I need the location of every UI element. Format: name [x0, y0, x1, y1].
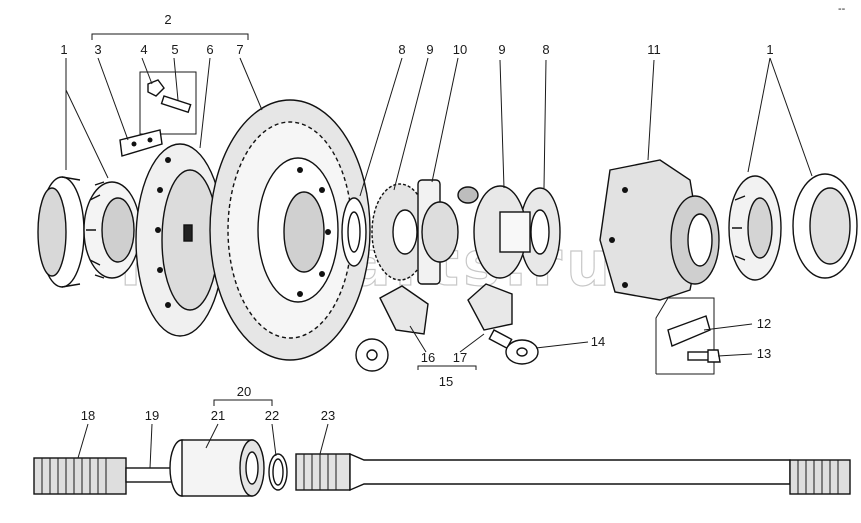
axle-half-shaft — [295, 452, 851, 495]
callout-19: 19 — [145, 408, 159, 423]
callout-15: 15 — [439, 374, 453, 389]
bolt-head — [147, 79, 165, 97]
inner-splined-shaft — [33, 457, 177, 495]
callout-8-right: 8 — [542, 42, 549, 57]
lock-plate — [119, 129, 163, 157]
bracket-20 — [213, 399, 273, 406]
callout-8-left: 8 — [398, 42, 405, 57]
callout-22: 22 — [265, 408, 279, 423]
ring-gear — [209, 99, 371, 361]
left-bearing-roller-cone — [83, 181, 141, 279]
callout-10: 10 — [453, 42, 467, 57]
callout-17: 17 — [453, 350, 467, 365]
lock-plate-detail-box — [655, 297, 721, 375]
callout-23: 23 — [321, 408, 335, 423]
callout-1-left: 1 — [60, 42, 67, 57]
corner-mark: -- — [838, 3, 846, 15]
pinion-thrust-washer — [505, 339, 539, 365]
callout-16: 16 — [421, 350, 435, 365]
callout-3: 3 — [94, 42, 101, 57]
bracket-15 — [417, 365, 477, 370]
differential-case-half — [599, 159, 720, 301]
callout-4: 4 — [140, 42, 147, 57]
thrust-washer-left — [341, 197, 367, 267]
callout-13: 13 — [757, 346, 771, 361]
pinion-gear-left — [355, 285, 429, 372]
callout-12: 12 — [757, 316, 771, 331]
bolt-lock-detail-box — [139, 71, 197, 135]
callout-20: 20 — [237, 384, 251, 399]
callout-5: 5 — [171, 42, 178, 57]
side-gear-right — [473, 185, 531, 279]
bracket-2 — [91, 33, 249, 40]
callout-9-right: 9 — [498, 42, 505, 57]
pinion-gear-right — [467, 283, 513, 350]
thrust-washer-right — [519, 187, 561, 277]
callout-18: 18 — [81, 408, 95, 423]
shaft-pin — [125, 467, 177, 483]
right-bearing-roller-cone — [728, 175, 782, 281]
callout-labels: 2 1 3 4 5 6 7 8 9 10 9 8 11 1 12 13 14 1… — [60, 12, 773, 423]
retaining-ring — [268, 453, 288, 491]
callout-11: 11 — [647, 42, 661, 57]
callout-14: 14 — [591, 334, 605, 349]
callout-9-left: 9 — [426, 42, 433, 57]
right-bearing-outer-race — [792, 173, 858, 279]
lock-plate-right — [667, 315, 711, 347]
differential-cross — [417, 179, 479, 285]
callout-2: 2 — [164, 12, 171, 27]
bolt-right — [687, 351, 711, 361]
callout-6: 6 — [206, 42, 213, 57]
callout-21: 21 — [211, 408, 225, 423]
coupling-sleeve — [169, 439, 265, 497]
leader-lines — [65, 57, 813, 469]
callout-7: 7 — [236, 42, 243, 57]
callout-1-right: 1 — [766, 42, 773, 57]
bolt-shank — [160, 95, 192, 114]
left-bearing-outer-race — [37, 176, 85, 288]
